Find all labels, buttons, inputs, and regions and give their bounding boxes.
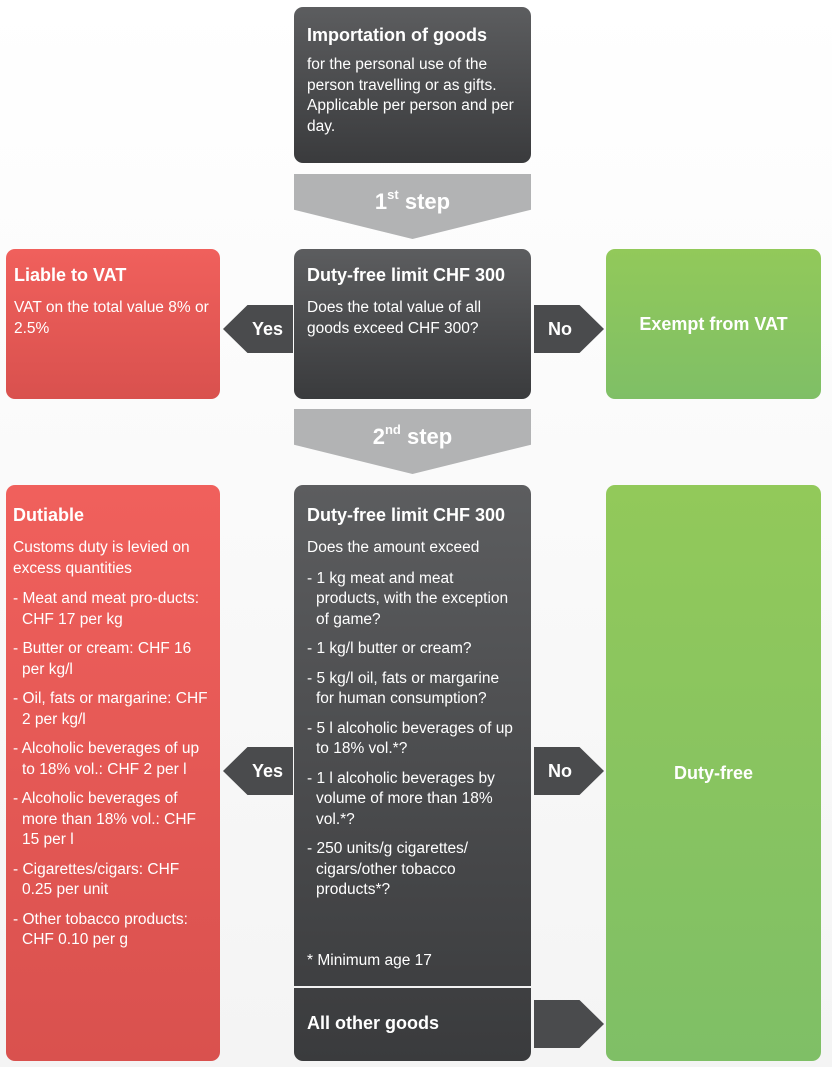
no-arrow-duty: No: [534, 747, 604, 795]
dutiable-intro: Customs duty is levied on excess quantit…: [13, 539, 190, 577]
importation-title: Importation of goods: [307, 25, 487, 45]
vat-limit-title: Duty-free limit CHF 300: [307, 265, 506, 285]
liable-to-vat-title: Liable to VAT: [14, 265, 127, 285]
dutiable-item: Butter or cream: CHF 16 per kg/l: [13, 639, 212, 680]
step-1-suffix: st: [387, 187, 399, 202]
step-2-suffix: nd: [384, 422, 401, 437]
dutiable-item: Alcoholic beverages of up to 18% vol.: C…: [13, 739, 212, 780]
quantity-limit-item: 1 l alcoholic beverages by volume of mor…: [307, 769, 521, 831]
importation-box: Importation of goods for the personal us…: [294, 7, 531, 163]
no-arrow-duty-label: No: [548, 760, 572, 781]
vat-limit-box: Duty-free limit CHF 300 Does the total v…: [294, 249, 531, 399]
step-1-label: step: [404, 189, 451, 214]
dutiable-item: Other tobacco products: CHF 0.10 per g: [13, 910, 212, 951]
all-other-goods-label: All other goods: [307, 1013, 439, 1033]
quantity-limit-item: 5 kg/l oil, fats or margarine for human …: [307, 669, 521, 710]
step-2-label: step: [407, 424, 453, 449]
quantity-limit-item: 1 kg meat and meat products, with the ex…: [307, 569, 521, 631]
dutiable-item: Cigarettes/cigars: CHF 0.25 per unit: [13, 860, 212, 901]
quantity-limit-box: Duty-free limit CHF 300 Does the amount …: [294, 485, 531, 1061]
yes-arrow-duty: Yes: [223, 747, 293, 795]
quantity-limit-question: Does the amount exceed: [307, 539, 480, 556]
duty-free-label: Duty-free: [673, 762, 753, 783]
yes-arrow-duty-label: Yes: [251, 760, 283, 781]
liable-to-vat-text: VAT on the total value 8% or 2.5%: [14, 299, 209, 337]
yes-arrow-vat: Yes: [223, 305, 293, 353]
yes-arrow-vat-label: Yes: [251, 318, 283, 339]
exempt-from-vat-label: Exempt from VAT: [639, 313, 788, 334]
dutiable-item: Alcoholic beverages of more than 18% vol…: [13, 789, 212, 851]
vat-limit-question: Does the total value of all goods exceed…: [307, 299, 482, 337]
dutiable-list: Meat and meat pro-ducts: CHF 17 per kg B…: [13, 589, 212, 951]
no-arrow-vat-label: No: [548, 318, 572, 339]
dutiable-title: Dutiable: [13, 505, 85, 525]
liable-to-vat-box: Liable to VAT VAT on the total value 8% …: [6, 249, 220, 399]
no-arrow-vat: No: [534, 305, 604, 353]
dutiable-item: Oil, fats or margarine: CHF 2 per kg/l: [13, 689, 212, 730]
other-goods-arrow: [534, 1000, 604, 1048]
quantity-limit-item: 1 kg/l butter or cream?: [307, 639, 521, 660]
other-goods-divider: [294, 986, 531, 988]
step-1-number: 1: [374, 189, 388, 214]
quantity-limit-title: Duty-free limit CHF 300: [307, 505, 506, 525]
step-2-number: 2: [372, 424, 385, 449]
quantity-limit-item: 5 l alcoholic beverages of up to 18% vol…: [307, 719, 521, 760]
duty-free-box: Duty-free: [606, 485, 821, 1061]
dutiable-box: Dutiable Customs duty is levied on exces…: [6, 485, 220, 1061]
exempt-from-vat-box: Exempt from VAT: [606, 249, 821, 399]
dutiable-item: Meat and meat pro-ducts: CHF 17 per kg: [13, 589, 212, 630]
quantity-limit-item: 250 units/g cigarettes/ cigars/other tob…: [307, 839, 521, 901]
minimum-age-footnote: * Minimum age 17: [307, 952, 432, 969]
quantity-limit-list: 1 kg meat and meat products, with the ex…: [307, 569, 521, 901]
importation-text: for the personal use of the person trave…: [307, 56, 514, 135]
